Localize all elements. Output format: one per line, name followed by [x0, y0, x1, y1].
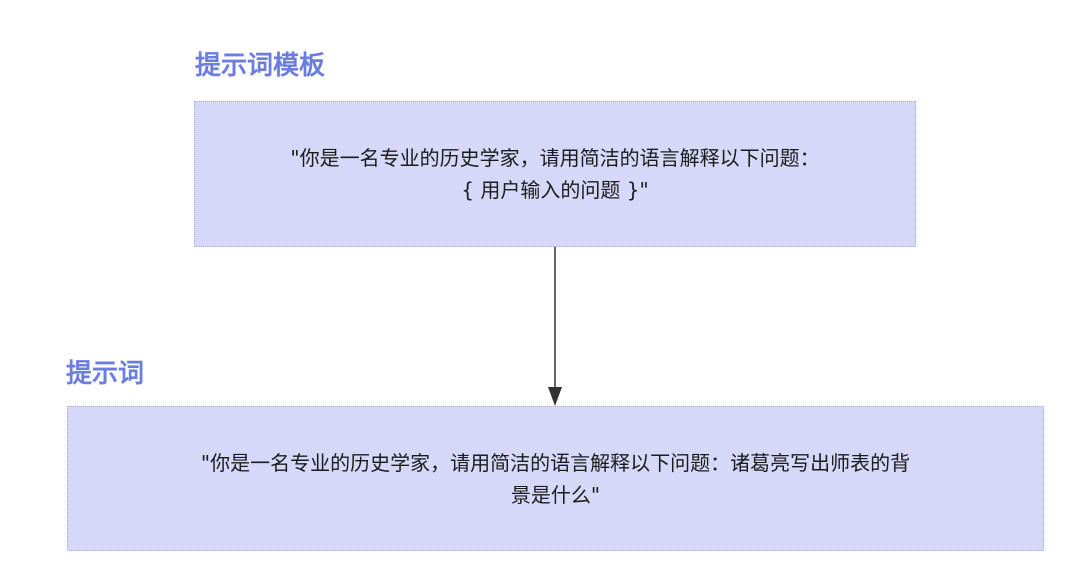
prompt-text: "你是一名专业的历史学家，请用简洁的语言解释以下问题：诸葛亮写出师表的背 景是什… [185, 447, 926, 511]
prompt-box: "你是一名专业的历史学家，请用简洁的语言解释以下问题：诸葛亮写出师表的背 景是什… [67, 406, 1044, 551]
template-heading: 提示词模板 [195, 51, 326, 81]
prompt-heading: 提示词 [66, 359, 145, 389]
arrow-head [548, 387, 562, 406]
template-text: "你是一名专业的历史学家，请用简洁的语言解释以下问题： { 用户输入的问题 }" [274, 142, 835, 206]
prompt-text-line2: 景是什么" [510, 482, 601, 507]
prompt-text-line1: "你是一名专业的历史学家，请用简洁的语言解释以下问题：诸葛亮写出师表的背 [200, 450, 911, 475]
template-text-line1: "你是一名专业的历史学家，请用简洁的语言解释以下问题： [290, 146, 820, 170]
template-text-line2: { 用户输入的问题 }" [461, 178, 649, 202]
template-box: "你是一名专业的历史学家，请用简洁的语言解释以下问题： { 用户输入的问题 }" [194, 101, 916, 247]
